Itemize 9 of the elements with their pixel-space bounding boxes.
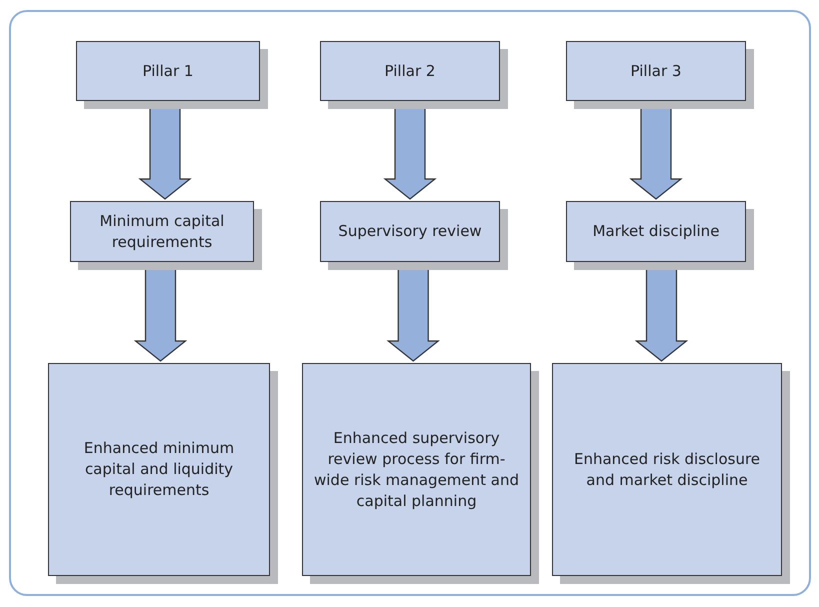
box-label: Pillar 3 — [630, 60, 682, 82]
box-label: Market discipline — [592, 221, 720, 242]
box-label: Minimum capital requirements — [98, 210, 226, 252]
box-label: Enhanced minimum capital and liquidity requirements — [82, 438, 236, 501]
box-label: Pillar 1 — [142, 60, 194, 82]
box-label: Enhanced risk disclosure and market discipline — [572, 448, 762, 490]
box-label: Supervisory review — [338, 221, 482, 242]
box-label: Pillar 2 — [384, 60, 436, 82]
box-label: Enhanced supervisory review process for firm-wide risk management and capital planning — [312, 428, 520, 512]
